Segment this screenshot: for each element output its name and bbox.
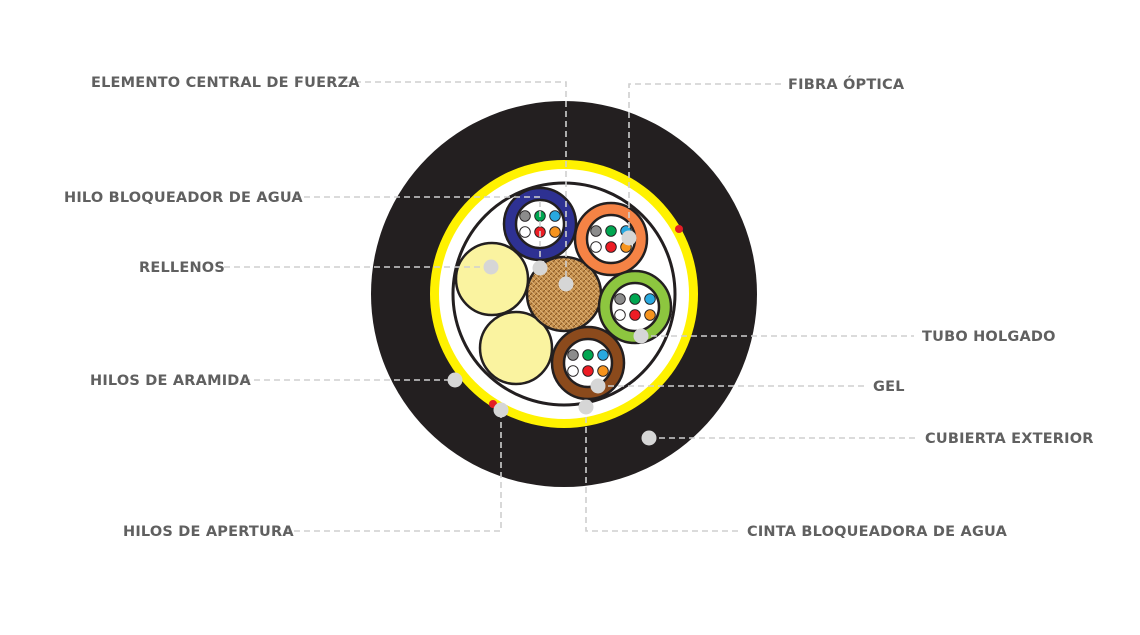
loose-tube-green-gel (609, 281, 661, 333)
optical-fiber (549, 226, 561, 238)
optical-fiber (582, 365, 594, 377)
filler-lower (478, 310, 554, 386)
label-loose-tube: TUBO HOLGADO (922, 329, 1056, 345)
filler-upper (454, 241, 530, 317)
ripcord-top-right (675, 225, 683, 233)
marker-fillers (483, 259, 499, 275)
optical-fiber (590, 241, 602, 253)
marker-loose-tube (633, 328, 649, 344)
optical-fiber (605, 241, 617, 253)
label-ripcords: HILOS DE APERTURA (123, 524, 294, 540)
label-water-blocking-yarn: HILO BLOQUEADOR DE AGUA (64, 190, 303, 206)
optical-fiber (614, 309, 626, 321)
optical-fiber (597, 349, 609, 361)
marker-water-blocking-tape (578, 399, 594, 415)
marker-aramid-yarns (447, 372, 463, 388)
label-outer-jacket: CUBIERTA EXTERIOR (925, 431, 1094, 447)
leader-central-strength-member (345, 81, 567, 284)
optical-fiber (605, 225, 617, 237)
marker-ripcords (493, 402, 509, 418)
leader-water-blocking-tape (585, 407, 740, 532)
cable-cross-section (371, 101, 757, 487)
optical-fiber (567, 349, 579, 361)
marker-optical-fiber (621, 230, 637, 246)
optical-fiber (629, 293, 641, 305)
annotations: ELEMENTO CENTRAL DE FUERZA HILO BLOQUEAD… (64, 75, 1094, 540)
leader-water-blocking-yarn (294, 196, 541, 268)
optical-fiber (519, 210, 531, 222)
optical-fiber (614, 293, 626, 305)
optical-fiber (644, 293, 656, 305)
loose-tube-green (597, 269, 673, 345)
optical-fiber (629, 309, 641, 321)
label-gel: GEL (873, 379, 905, 395)
optical-fiber (597, 365, 609, 377)
leader-ripcords (284, 410, 502, 532)
label-fillers: RELLENOS (139, 260, 225, 276)
label-central-strength-member: ELEMENTO CENTRAL DE FUERZA (91, 75, 360, 91)
marker-water-blocking-yarn (532, 260, 548, 276)
optical-fiber (549, 210, 561, 222)
optical-fiber (590, 225, 602, 237)
loose-tube-brown-gel (562, 337, 614, 389)
leader-optical-fiber (628, 83, 781, 238)
marker-central-strength-member (558, 276, 574, 292)
label-aramid-yarns: HILOS DE ARAMIDA (90, 373, 252, 389)
loose-tube-brown (550, 325, 626, 401)
label-optical-fiber: FIBRA ÓPTICA (788, 75, 905, 93)
optical-fiber (519, 226, 531, 238)
optical-fiber (567, 365, 579, 377)
label-water-blocking-tape: CINTA BLOQUEADORA DE AGUA (747, 524, 1008, 540)
marker-gel (590, 378, 606, 394)
optical-fiber (582, 349, 594, 361)
marker-outer-jacket (641, 430, 657, 446)
optical-fiber (644, 309, 656, 321)
